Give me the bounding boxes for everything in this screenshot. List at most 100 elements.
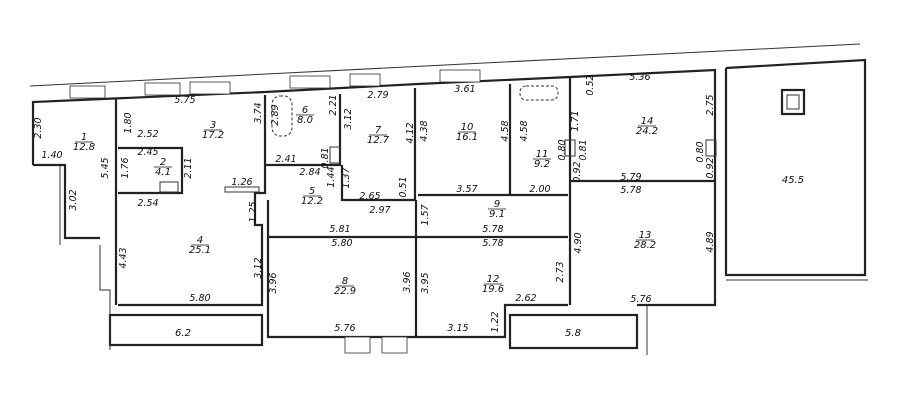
- room-area-label: 4.1: [155, 167, 171, 178]
- dimension-label: 3.15: [447, 323, 468, 334]
- dimension-label: 4.89: [705, 231, 716, 252]
- room-area-label: 12.7: [367, 135, 390, 146]
- room-number-label: 2: [160, 157, 166, 168]
- dimension-label: 5.45: [100, 157, 111, 178]
- room-area-label: 9.1: [489, 209, 505, 220]
- bathtub-icon: [271, 95, 293, 137]
- dimension-label: 5.79: [620, 172, 641, 183]
- dimension-label: 2.84: [299, 167, 320, 178]
- room-number-label: 3: [210, 120, 216, 131]
- room-number-label: 14: [641, 116, 654, 127]
- dimension-label: 3.96: [402, 271, 413, 292]
- shaft-icon: [159, 181, 179, 193]
- dimension-label: 2.30: [33, 117, 44, 138]
- dimension-label: 2.62: [515, 293, 536, 304]
- room-number-label: 6: [302, 105, 308, 116]
- dimension-label: 0.92: [572, 161, 583, 182]
- dimension-label: 0.80: [557, 139, 568, 160]
- dimension-label: 5.76: [630, 294, 651, 305]
- room-number-label: 10: [461, 122, 474, 133]
- room-number-label: 7: [375, 125, 382, 136]
- bathtub-icon: [519, 85, 559, 101]
- dimension-label: 0.81: [578, 139, 589, 160]
- area-label: 45.5: [782, 175, 804, 186]
- dimension-label: 5.78: [482, 238, 503, 249]
- room-number-label: 4: [197, 235, 203, 246]
- room-area-label: 9.2: [534, 159, 550, 170]
- dimension-label: 1.22: [490, 311, 501, 332]
- room-area-label: 12.8: [73, 142, 95, 153]
- dimension-label: 1.40: [41, 150, 62, 161]
- dimension-label: 3.57: [456, 184, 477, 195]
- room-number-label: 11: [536, 149, 549, 160]
- fixtures: [69, 69, 806, 354]
- dimension-label: 1.57: [420, 204, 431, 225]
- room-area-label: 24.2: [636, 126, 658, 137]
- dimension-label: 0.51: [398, 176, 409, 197]
- dimension-label: 1.44: [326, 166, 337, 187]
- dimension-label: 5.78: [620, 185, 641, 196]
- dimension-label: 4.43: [118, 247, 129, 268]
- dimension-label: 4.58: [500, 120, 511, 141]
- room-area-label: 17.2: [202, 130, 224, 141]
- area-label: 6.2: [175, 328, 191, 339]
- dimension-label: 2.41: [275, 154, 296, 165]
- ventilation-shaft-icon: [780, 88, 806, 116]
- dimension-label: 2.11: [183, 157, 194, 178]
- dimension-label: 4.38: [419, 120, 430, 141]
- room-number-label: 9: [494, 199, 500, 210]
- dimension-label: 5.36: [629, 72, 650, 83]
- dimension-label: 4.90: [573, 232, 584, 253]
- dimension-label: 2.65: [359, 191, 380, 202]
- dimension-label: 2.89: [270, 104, 281, 125]
- radiator-icon: [224, 186, 260, 193]
- dimension-label: 1.26: [231, 177, 252, 188]
- room-number-label: 5: [309, 186, 315, 197]
- room-number-label: 8: [342, 276, 348, 287]
- shaft-icon: [564, 139, 576, 157]
- area-label: 5.8: [565, 328, 581, 339]
- dimension-label: 5.80: [189, 293, 210, 304]
- dimension-label: 5.76: [334, 323, 355, 334]
- dimension-label: 2.75: [705, 94, 716, 115]
- dimension-label: 5.75: [174, 95, 195, 106]
- dimension-label: 1.71: [570, 110, 581, 131]
- dimension-label: 2.54: [137, 198, 158, 209]
- dimension-label: 2.52: [137, 129, 158, 140]
- dimension-label: 5.81: [329, 224, 350, 235]
- dimension-label: 1.37: [341, 167, 352, 188]
- dimension-label: 1.25: [248, 201, 259, 222]
- dimension-label: 4.58: [519, 120, 530, 141]
- dimension-label: 0.81: [320, 147, 331, 168]
- shaft-icon: [329, 146, 341, 164]
- dimension-label: 2.21: [328, 94, 339, 115]
- dimension-label: 1.76: [120, 157, 131, 178]
- dimension-label: 3.74: [253, 102, 264, 123]
- dimension-label: 3.61: [454, 84, 475, 95]
- dimension-label: 2.45: [137, 147, 158, 158]
- dimension-label: 2.97: [369, 205, 390, 216]
- dimension-label: 5.78: [482, 224, 503, 235]
- room-number-label: 1: [81, 132, 87, 143]
- dimension-label: 2.73: [555, 261, 566, 282]
- dimension-label: 2.79: [367, 90, 388, 101]
- room-area-label: 25.1: [189, 245, 211, 256]
- dimension-label: 3.12: [253, 257, 264, 278]
- dimension-label: 0.52: [585, 74, 596, 95]
- dimension-label: 4.12: [405, 122, 416, 143]
- dimension-label: 5.80: [331, 238, 352, 249]
- room-area-label: 8.0: [297, 115, 313, 126]
- room-area-label: 12.2: [301, 196, 323, 207]
- dimension-label: 2.00: [529, 184, 550, 195]
- room-number-label: 13: [639, 230, 652, 241]
- room-area-label: 16.1: [456, 132, 478, 143]
- dimension-label: 3.95: [420, 272, 431, 293]
- room-area-label: 22.9: [334, 286, 356, 297]
- dimension-label: 0.92: [705, 157, 716, 178]
- dimension-label: 1.80: [123, 112, 134, 133]
- room-area-label: 28.2: [634, 240, 656, 251]
- room-area-label: 19.6: [482, 284, 504, 295]
- walls: [29, 43, 868, 355]
- dimension-label: 3.96: [268, 272, 279, 293]
